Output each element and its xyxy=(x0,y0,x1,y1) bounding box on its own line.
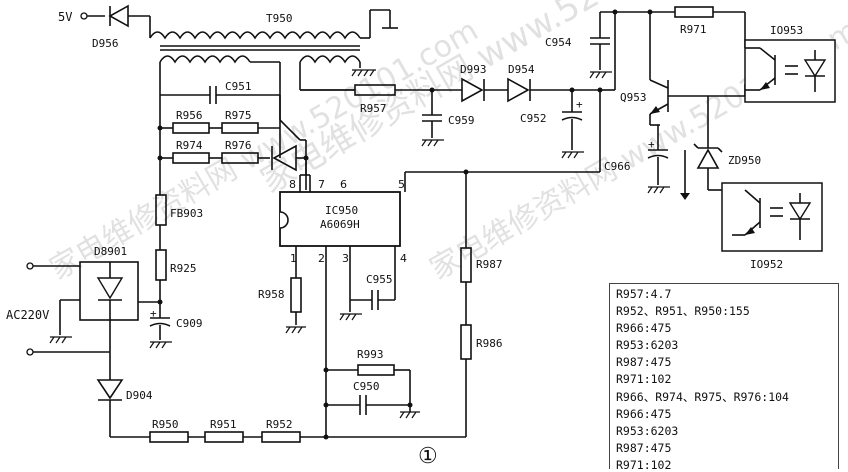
label-r974: R974 xyxy=(176,139,203,152)
label-c966: C966 xyxy=(604,160,631,173)
secondary-rectifier: R957 C959 D993 D954 + C952 xyxy=(300,9,650,172)
pin-8: 8 xyxy=(289,178,296,191)
note-row: R987:475 xyxy=(616,355,672,370)
ic-part: A6069H xyxy=(320,218,360,231)
pin-5: 5 xyxy=(398,178,405,191)
left-series-chain: FB903 R925 + C909 xyxy=(149,194,203,349)
label-d8901: D8901 xyxy=(94,245,127,258)
pin-4: 4 xyxy=(400,252,407,265)
label-ac220v: AC220V xyxy=(6,308,49,322)
note-row: R953:6203 xyxy=(616,423,679,438)
label-r987: R987 xyxy=(476,258,503,271)
label-io953: IO953 xyxy=(770,24,803,37)
label-fb903: FB903 xyxy=(170,207,203,220)
label-c909: C909 xyxy=(176,317,203,330)
label-r958: R958 xyxy=(258,288,285,301)
polarity-plus: + xyxy=(150,307,157,320)
feedback-bottom: + C966 ZD950 IO952 xyxy=(604,96,823,271)
label-c955: C955 xyxy=(366,273,393,286)
pin-3: 3 xyxy=(342,252,349,265)
pin-6: 6 xyxy=(340,178,347,191)
label-c951: C951 xyxy=(225,80,252,93)
label-r952: R952 xyxy=(266,418,293,431)
input-5v: 5V D956 xyxy=(58,4,151,50)
label-r951: R951 xyxy=(210,418,237,431)
label-r957: R957 xyxy=(360,102,387,115)
note-row: R953:6203 xyxy=(616,338,679,353)
note-row: R987:475 xyxy=(616,440,672,455)
note-row: R971:102 xyxy=(616,457,672,469)
label-r971: R971 xyxy=(680,23,707,36)
feedback-top: R971 Q953 IO953 xyxy=(620,6,836,126)
label-5v: 5V xyxy=(58,10,72,24)
snubber-network: C951 R956 R975 R974 R976 xyxy=(157,70,309,195)
circle-mark: ① xyxy=(418,444,438,469)
label-q953: Q953 xyxy=(620,91,647,104)
note-row: R966:475 xyxy=(616,406,672,421)
label-d954: D954 xyxy=(508,63,535,76)
pin-2: 2 xyxy=(318,252,325,265)
label-r950: R950 xyxy=(152,418,179,431)
ic950: IC950 A6069H 8 7 6 5 1 2 3 4 xyxy=(279,158,600,437)
capacitor-c955: C955 xyxy=(339,268,396,321)
label-d956: D956 xyxy=(92,37,119,50)
label-c952: C952 xyxy=(520,112,547,125)
note-row: R966、R974、R975、R976:104 xyxy=(616,389,789,404)
label-c959: C959 xyxy=(448,114,475,127)
pin-7: 7 xyxy=(318,178,325,191)
label-r976: R976 xyxy=(225,139,252,152)
polarity-plus: + xyxy=(648,138,655,151)
label-c950: C950 xyxy=(353,380,380,393)
label-t950: T950 xyxy=(266,12,293,25)
polarity-plus: + xyxy=(576,98,583,111)
label-r986: R986 xyxy=(476,337,503,350)
label-zd950: ZD950 xyxy=(728,154,761,167)
resistor-r958: R958 xyxy=(258,277,306,334)
label-r956: R956 xyxy=(176,109,203,122)
label-c954: C954 xyxy=(545,36,572,49)
label-r975: R975 xyxy=(225,109,252,122)
bottom-chain: D904 R950 R951 R952 ① xyxy=(96,379,466,469)
ic-name: IC950 xyxy=(325,204,358,217)
label-r993: R993 xyxy=(357,348,384,361)
note-row: R971:102 xyxy=(616,372,672,387)
r987-r986: R987 R986 xyxy=(460,172,503,437)
label-d904: D904 xyxy=(126,389,153,402)
note-row: R966:475 xyxy=(616,321,672,336)
pin-1: 1 xyxy=(290,252,297,265)
label-d993: D993 xyxy=(460,63,487,76)
r993-c950: R993 C950 xyxy=(323,348,420,419)
label-io952: IO952 xyxy=(750,258,783,271)
note-row: R957:4.7 xyxy=(616,287,672,301)
bridge-rectifier-d8901: D8901 AC220V xyxy=(6,245,160,380)
transformer-t950: T950 xyxy=(149,9,398,141)
component-values-table: R957:4.7 R952、R951、R950:155 R966:475 R95… xyxy=(609,283,839,469)
label-r925: R925 xyxy=(170,262,197,275)
note-row: R952、R951、R950:155 xyxy=(616,304,750,319)
